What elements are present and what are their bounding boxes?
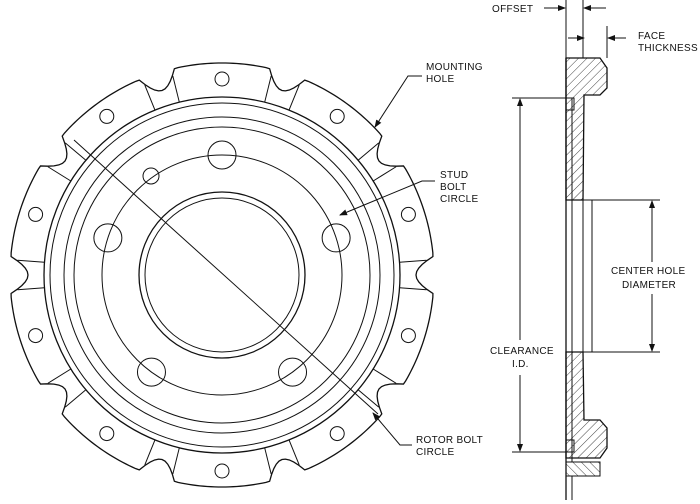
lobe-edge — [144, 84, 156, 111]
mounting-hole — [99, 108, 115, 124]
mounting-hole — [400, 206, 416, 222]
mounting-hole — [329, 108, 345, 124]
front-view — [10, 62, 434, 488]
center-hole-inner — [144, 197, 300, 353]
lobe-edge — [357, 389, 380, 408]
center-label-1: CENTER HOLE — [611, 266, 685, 277]
flange-section-bottom — [565, 461, 601, 477]
center-hole — [138, 191, 306, 359]
lobe-edge — [47, 368, 72, 384]
mounting-label-2: HOLE — [426, 74, 454, 85]
stud-hole — [321, 223, 351, 253]
mounting-hole — [28, 206, 44, 222]
lobe-edge — [372, 368, 397, 384]
mounting-hole — [329, 426, 345, 442]
face-label-2: THICKNESS — [638, 43, 698, 54]
stud-hole — [207, 140, 237, 170]
face-section-bottom — [565, 351, 608, 459]
lobe-edge — [172, 75, 180, 103]
mounting-hole-leader — [374, 75, 422, 128]
side-section-view — [512, 0, 660, 500]
stud-hole — [93, 223, 123, 253]
mounting-label-1: MOUNTING — [426, 62, 483, 73]
clearance-label-1: CLEARANCE — [490, 346, 554, 357]
lobe-edge — [357, 142, 380, 161]
lobe-edge — [288, 439, 300, 466]
stud-label-3: CIRCLE — [440, 194, 479, 205]
stud-bolt-circle — [101, 154, 343, 396]
rotor-bolt-leader — [372, 412, 412, 446]
clearance-step-bottom — [566, 439, 575, 453]
mounting-hole — [99, 426, 115, 442]
lobe-edge — [64, 389, 87, 408]
scalloped-outline — [10, 62, 434, 488]
step-ring — [73, 126, 371, 424]
mounting-hole — [214, 71, 230, 87]
stud-hole — [278, 357, 308, 387]
lobe-edge — [17, 287, 45, 291]
mounting-hole — [214, 463, 230, 479]
outer-face-ring — [43, 96, 401, 454]
diagonal-dimension-line — [73, 139, 379, 415]
mounting-hole — [28, 328, 44, 344]
lobe-edge — [47, 166, 72, 182]
lobe-edge — [372, 166, 397, 182]
stud-bolt-leader — [339, 180, 435, 216]
stud-holes — [93, 140, 351, 387]
mounting-hole — [400, 328, 416, 344]
lobe-edge — [64, 142, 87, 161]
lobe-edge — [264, 447, 272, 475]
clearance-label-2: I.D. — [512, 359, 529, 370]
rotor-label-2: CIRCLE — [416, 447, 455, 458]
stud-label-2: BOLT — [440, 182, 467, 193]
center-label-2: DIAMETER — [622, 280, 676, 291]
inner-face-ring — [49, 102, 395, 448]
leaders — [339, 75, 435, 446]
face-label-1: FACE — [638, 31, 665, 42]
stud-label-1: STUD — [440, 170, 468, 181]
rotor-bolt-ring — [63, 116, 381, 434]
rotor-label-1: ROTOR BOLT — [416, 435, 483, 446]
lobe-edge — [144, 439, 156, 466]
mounting-holes — [28, 71, 416, 479]
lobe-edge — [399, 259, 427, 263]
clearance-step-top — [566, 97, 575, 111]
labels: OFFSET FACE THICKNESS MOUNTING HOLE STUD… — [416, 4, 698, 458]
lobe-edge — [288, 84, 300, 111]
lobe-edge — [17, 259, 45, 263]
stud-hole — [136, 357, 166, 387]
offset-label: OFFSET — [492, 4, 533, 15]
lobe-edge — [264, 75, 272, 103]
lobe-edge — [172, 447, 180, 475]
hat-outline — [10, 62, 434, 488]
pilot-hole — [142, 167, 160, 185]
lobe-edge — [399, 287, 427, 291]
